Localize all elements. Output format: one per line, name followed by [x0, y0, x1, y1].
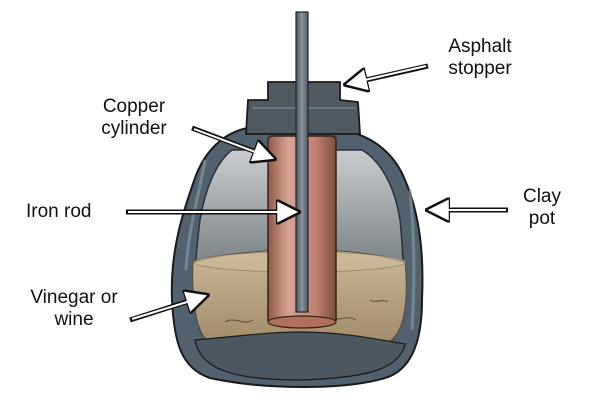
label-asphalt-stopper-line1: Asphalt — [448, 36, 512, 57]
label-copper-cylinder-line2: cylinder — [101, 118, 167, 139]
label-clay-pot-line2: pot — [528, 208, 556, 229]
label-clay-pot: Clay pot — [512, 186, 572, 230]
label-vinegar-or-wine-line2: wine — [54, 309, 94, 330]
label-iron-rod-line1: Iron rod — [26, 201, 92, 222]
label-asphalt-stopper: Asphalt stopper — [430, 36, 530, 80]
label-iron-rod: Iron rod — [26, 201, 91, 223]
label-asphalt-stopper-line2: stopper — [448, 58, 512, 79]
label-vinegar-or-wine-line1: Vinegar or — [30, 287, 118, 308]
arrow-copper-cylinder-inner — [193, 128, 267, 157]
label-copper-cylinder-line1: Copper — [102, 96, 166, 117]
arrow-vinegar-or-wine-inner — [131, 297, 201, 320]
label-clay-pot-line1: Clay — [522, 186, 561, 207]
copper-cylinder-bottom — [267, 315, 337, 329]
arrow-asphalt-stopper-inner — [355, 65, 427, 83]
label-vinegar-or-wine: Vinegar or wine — [18, 287, 130, 331]
iron-rod — [295, 11, 309, 313]
label-copper-cylinder: Copper cylinder — [84, 96, 184, 140]
pot-bottom-rim — [194, 331, 406, 381]
